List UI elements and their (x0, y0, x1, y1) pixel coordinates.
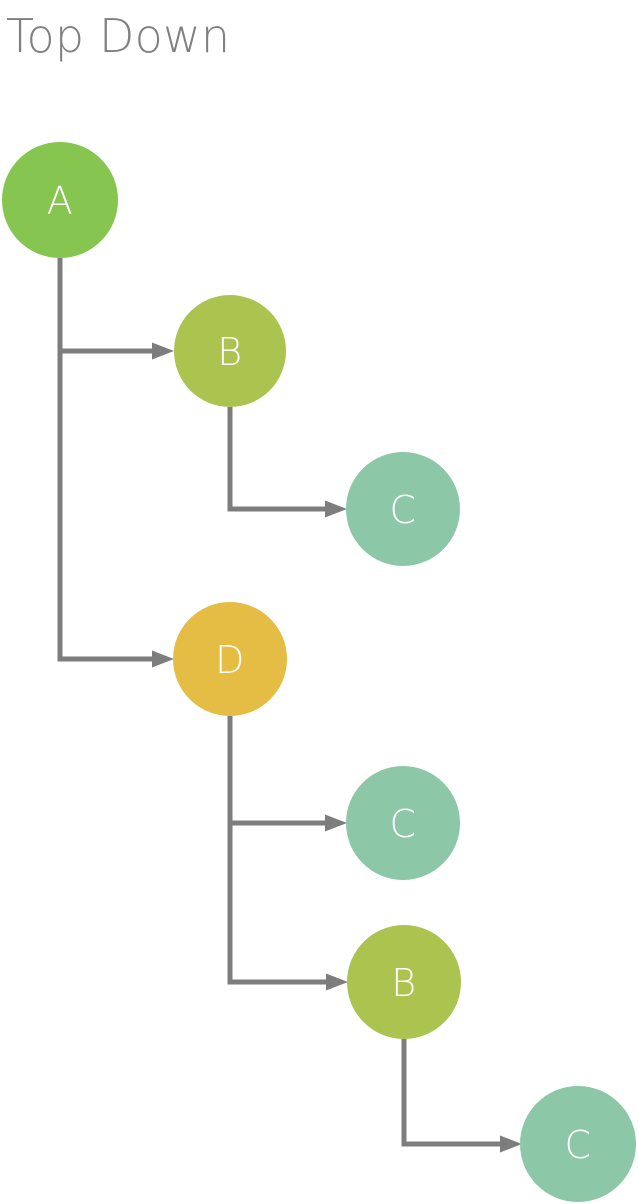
arrow-head-icon (152, 650, 174, 668)
node-label: C (564, 1123, 591, 1167)
node-circle[interactable] (346, 766, 460, 880)
node-label: B (217, 330, 242, 374)
edge-n2-to-n3 (227, 407, 347, 518)
node-circle[interactable] (347, 925, 461, 1039)
node-circle[interactable] (173, 602, 287, 716)
node-label: A (47, 179, 74, 223)
arrow-head-icon (325, 814, 347, 832)
edges-layer (57, 258, 522, 1153)
nodes-layer: A B C D C B C (2, 142, 636, 1202)
node-label: C (389, 802, 416, 846)
edge-line (227, 407, 325, 512)
arrow-head-icon (152, 342, 174, 360)
arrow-head-icon (326, 973, 348, 991)
graph-node-c[interactable]: C (520, 1086, 636, 1202)
node-circle[interactable] (346, 452, 460, 566)
node-label: B (391, 961, 416, 1005)
edge-n4-to-n6 (227, 716, 348, 991)
node-label: C (389, 488, 416, 532)
arrow-head-icon (500, 1135, 522, 1153)
graph-node-b[interactable]: B (347, 925, 461, 1039)
graph-node-c[interactable]: C (346, 766, 460, 880)
page-title: Top Down (6, 9, 230, 63)
node-circle[interactable] (520, 1086, 636, 1202)
graph-node-c[interactable]: C (346, 452, 460, 566)
graph-node-d[interactable]: D (173, 602, 287, 716)
graph-node-a[interactable]: A (2, 142, 118, 258)
edge-n6-to-n7 (401, 1039, 522, 1153)
node-circle[interactable] (174, 295, 286, 407)
graph-node-b[interactable]: B (174, 295, 286, 407)
edge-line (57, 258, 152, 662)
edge-line (227, 716, 326, 985)
node-label: D (215, 638, 245, 682)
node-circle[interactable] (2, 142, 118, 258)
edge-n1-to-n4 (57, 258, 174, 668)
edge-line (401, 1039, 500, 1147)
arrow-head-icon (325, 500, 347, 518)
